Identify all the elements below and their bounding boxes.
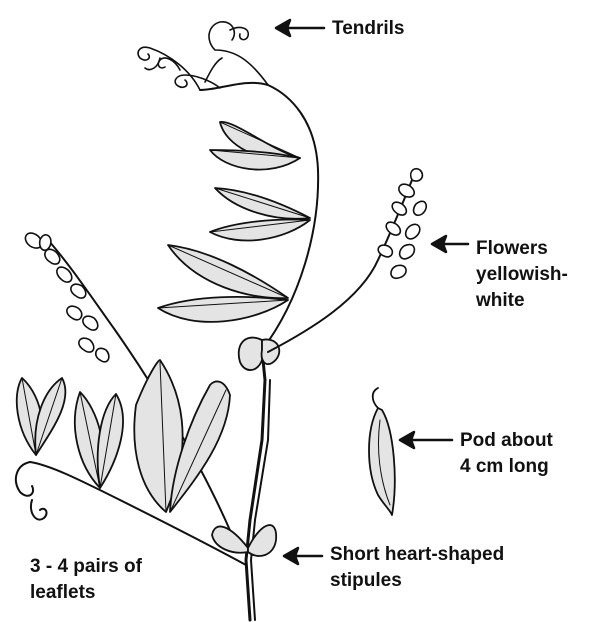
label-leaflets: 3 - 4 pairs of leaflets (30, 554, 142, 606)
upper-leaves (158, 122, 310, 322)
label-flowers-line-1: Flowers (476, 236, 568, 262)
label-tendrils: Tendrils (332, 16, 405, 42)
label-leaflets-line-2: leaflets (30, 580, 142, 606)
label-stipules: Short heart-shaped stipules (330, 542, 504, 594)
upper-stipules (239, 338, 280, 370)
label-flowers: Flowers yellowish- white (476, 236, 568, 314)
label-pod-line-1: Pod about (460, 428, 553, 454)
label-flowers-line-3: white (476, 288, 568, 314)
label-leaflets-line-1: 3 - 4 pairs of (30, 554, 142, 580)
lower-leaves (17, 360, 230, 512)
seed-pod (369, 388, 395, 515)
arrow-pod (400, 432, 452, 448)
lower-rachis (16, 462, 246, 565)
label-flowers-line-2: yellowish- (476, 262, 568, 288)
label-tendrils-line: Tendrils (332, 16, 405, 42)
label-pod-line-2: 4 cm long (460, 454, 553, 480)
label-stipules-line-2: stipules (330, 568, 504, 594)
label-pod: Pod about 4 cm long (460, 428, 553, 480)
label-arrows (276, 20, 468, 564)
tendril-curls (138, 22, 268, 90)
arrow-tendrils (276, 20, 324, 36)
arrow-flowers (432, 236, 468, 252)
arrow-stipules (284, 548, 322, 564)
label-stipules-line-1: Short heart-shaped (330, 542, 504, 568)
flower-raceme-right (268, 169, 426, 352)
